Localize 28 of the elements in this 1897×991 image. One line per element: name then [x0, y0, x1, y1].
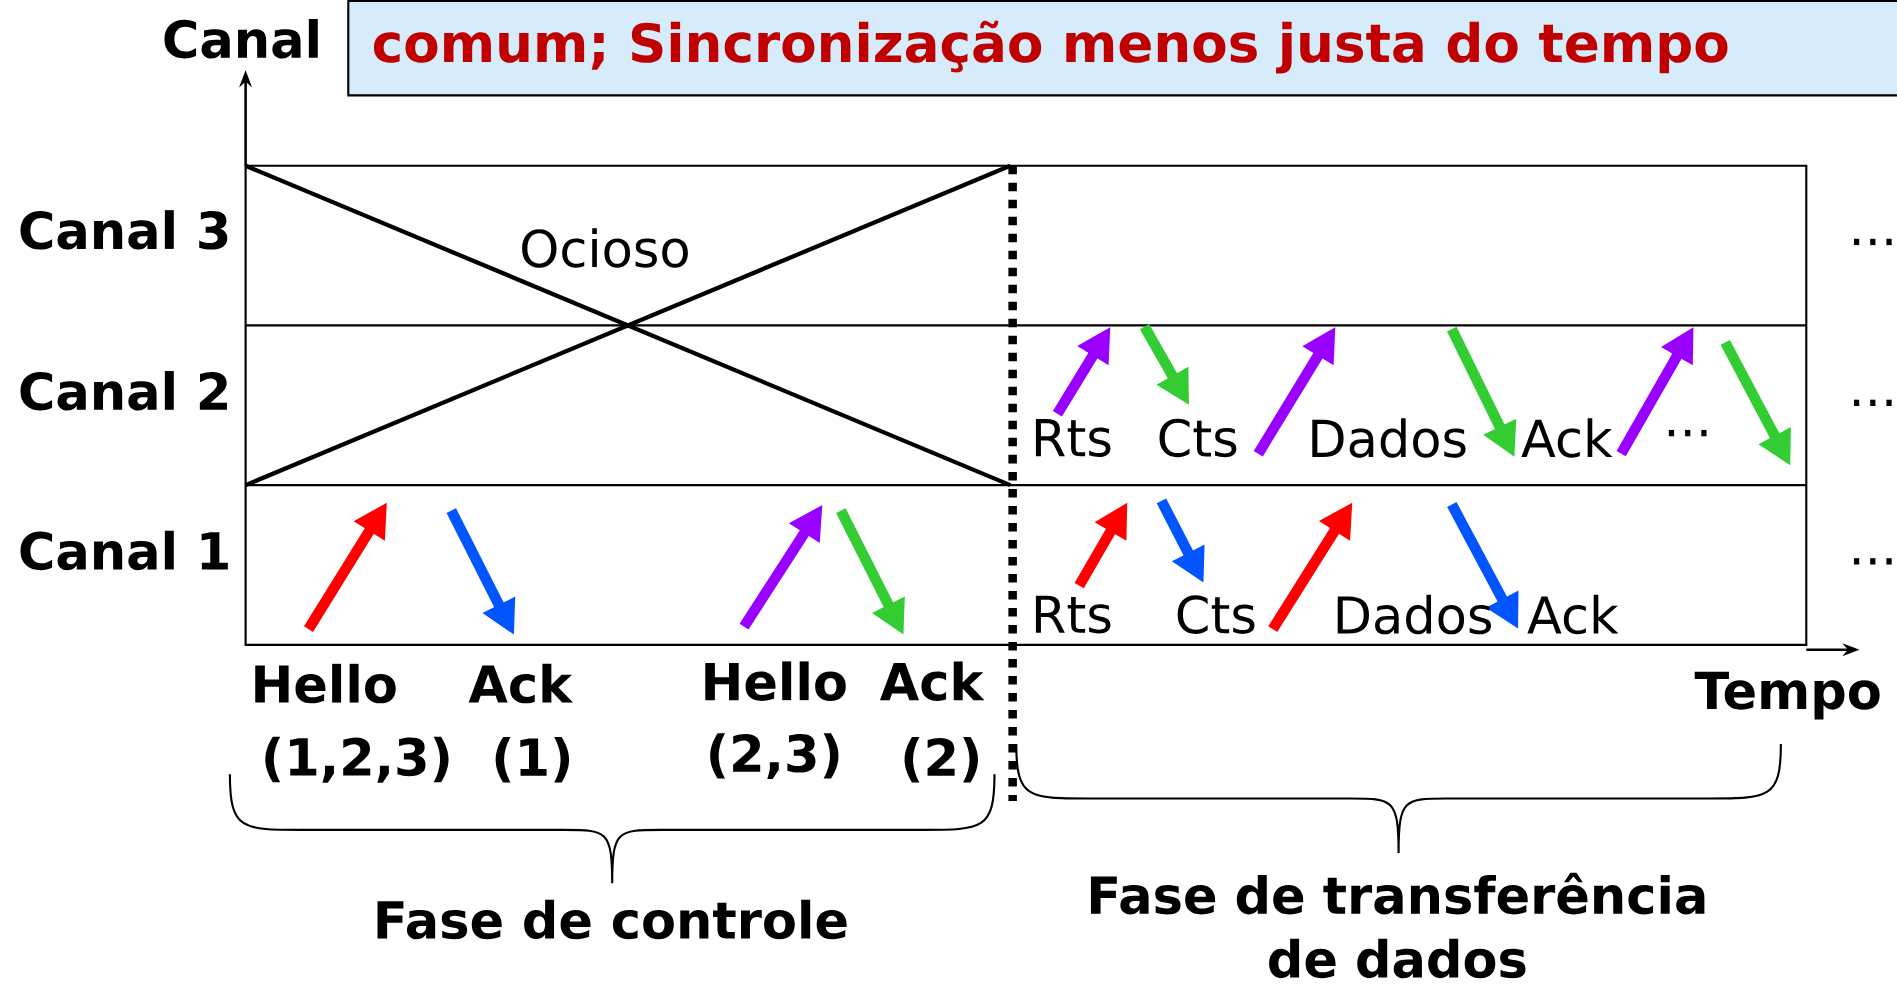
label: Fase de transferência de dados: [1090, 872, 1705, 979]
label: Hello: [255, 663, 396, 704]
label: ...: [1853, 399, 1892, 407]
label: Dados: [1312, 418, 1466, 458]
label: Canal 3: [20, 210, 228, 250]
label: Canal 2: [20, 371, 227, 411]
label: Ack: [468, 663, 574, 704]
label: ...: [1853, 238, 1892, 246]
label: Tempo: [1694, 671, 1880, 720]
label: Rts: [1035, 419, 1111, 457]
label: (2,3): [710, 733, 839, 780]
label: Canal 1: [20, 530, 228, 571]
label: (2): [904, 737, 978, 783]
label: Cts: [1159, 418, 1237, 458]
label: ...: [1668, 430, 1707, 437]
label: Rts: [1035, 595, 1111, 634]
label: Ack: [1527, 594, 1619, 635]
label: Ocioso: [522, 228, 688, 268]
label: Cts: [1177, 595, 1255, 634]
label: Fase de controle: [377, 899, 847, 940]
label: Ack: [1521, 418, 1613, 458]
label: Hello: [705, 661, 846, 701]
label: (1): [495, 737, 570, 783]
label: Dados: [1337, 594, 1491, 635]
label: ...: [1853, 558, 1892, 565]
title-box: comum; Sincronização menos justa do tempo: [347, 0, 1897, 97]
label: (1,2,3): [265, 736, 449, 783]
label: Ack: [880, 661, 985, 701]
